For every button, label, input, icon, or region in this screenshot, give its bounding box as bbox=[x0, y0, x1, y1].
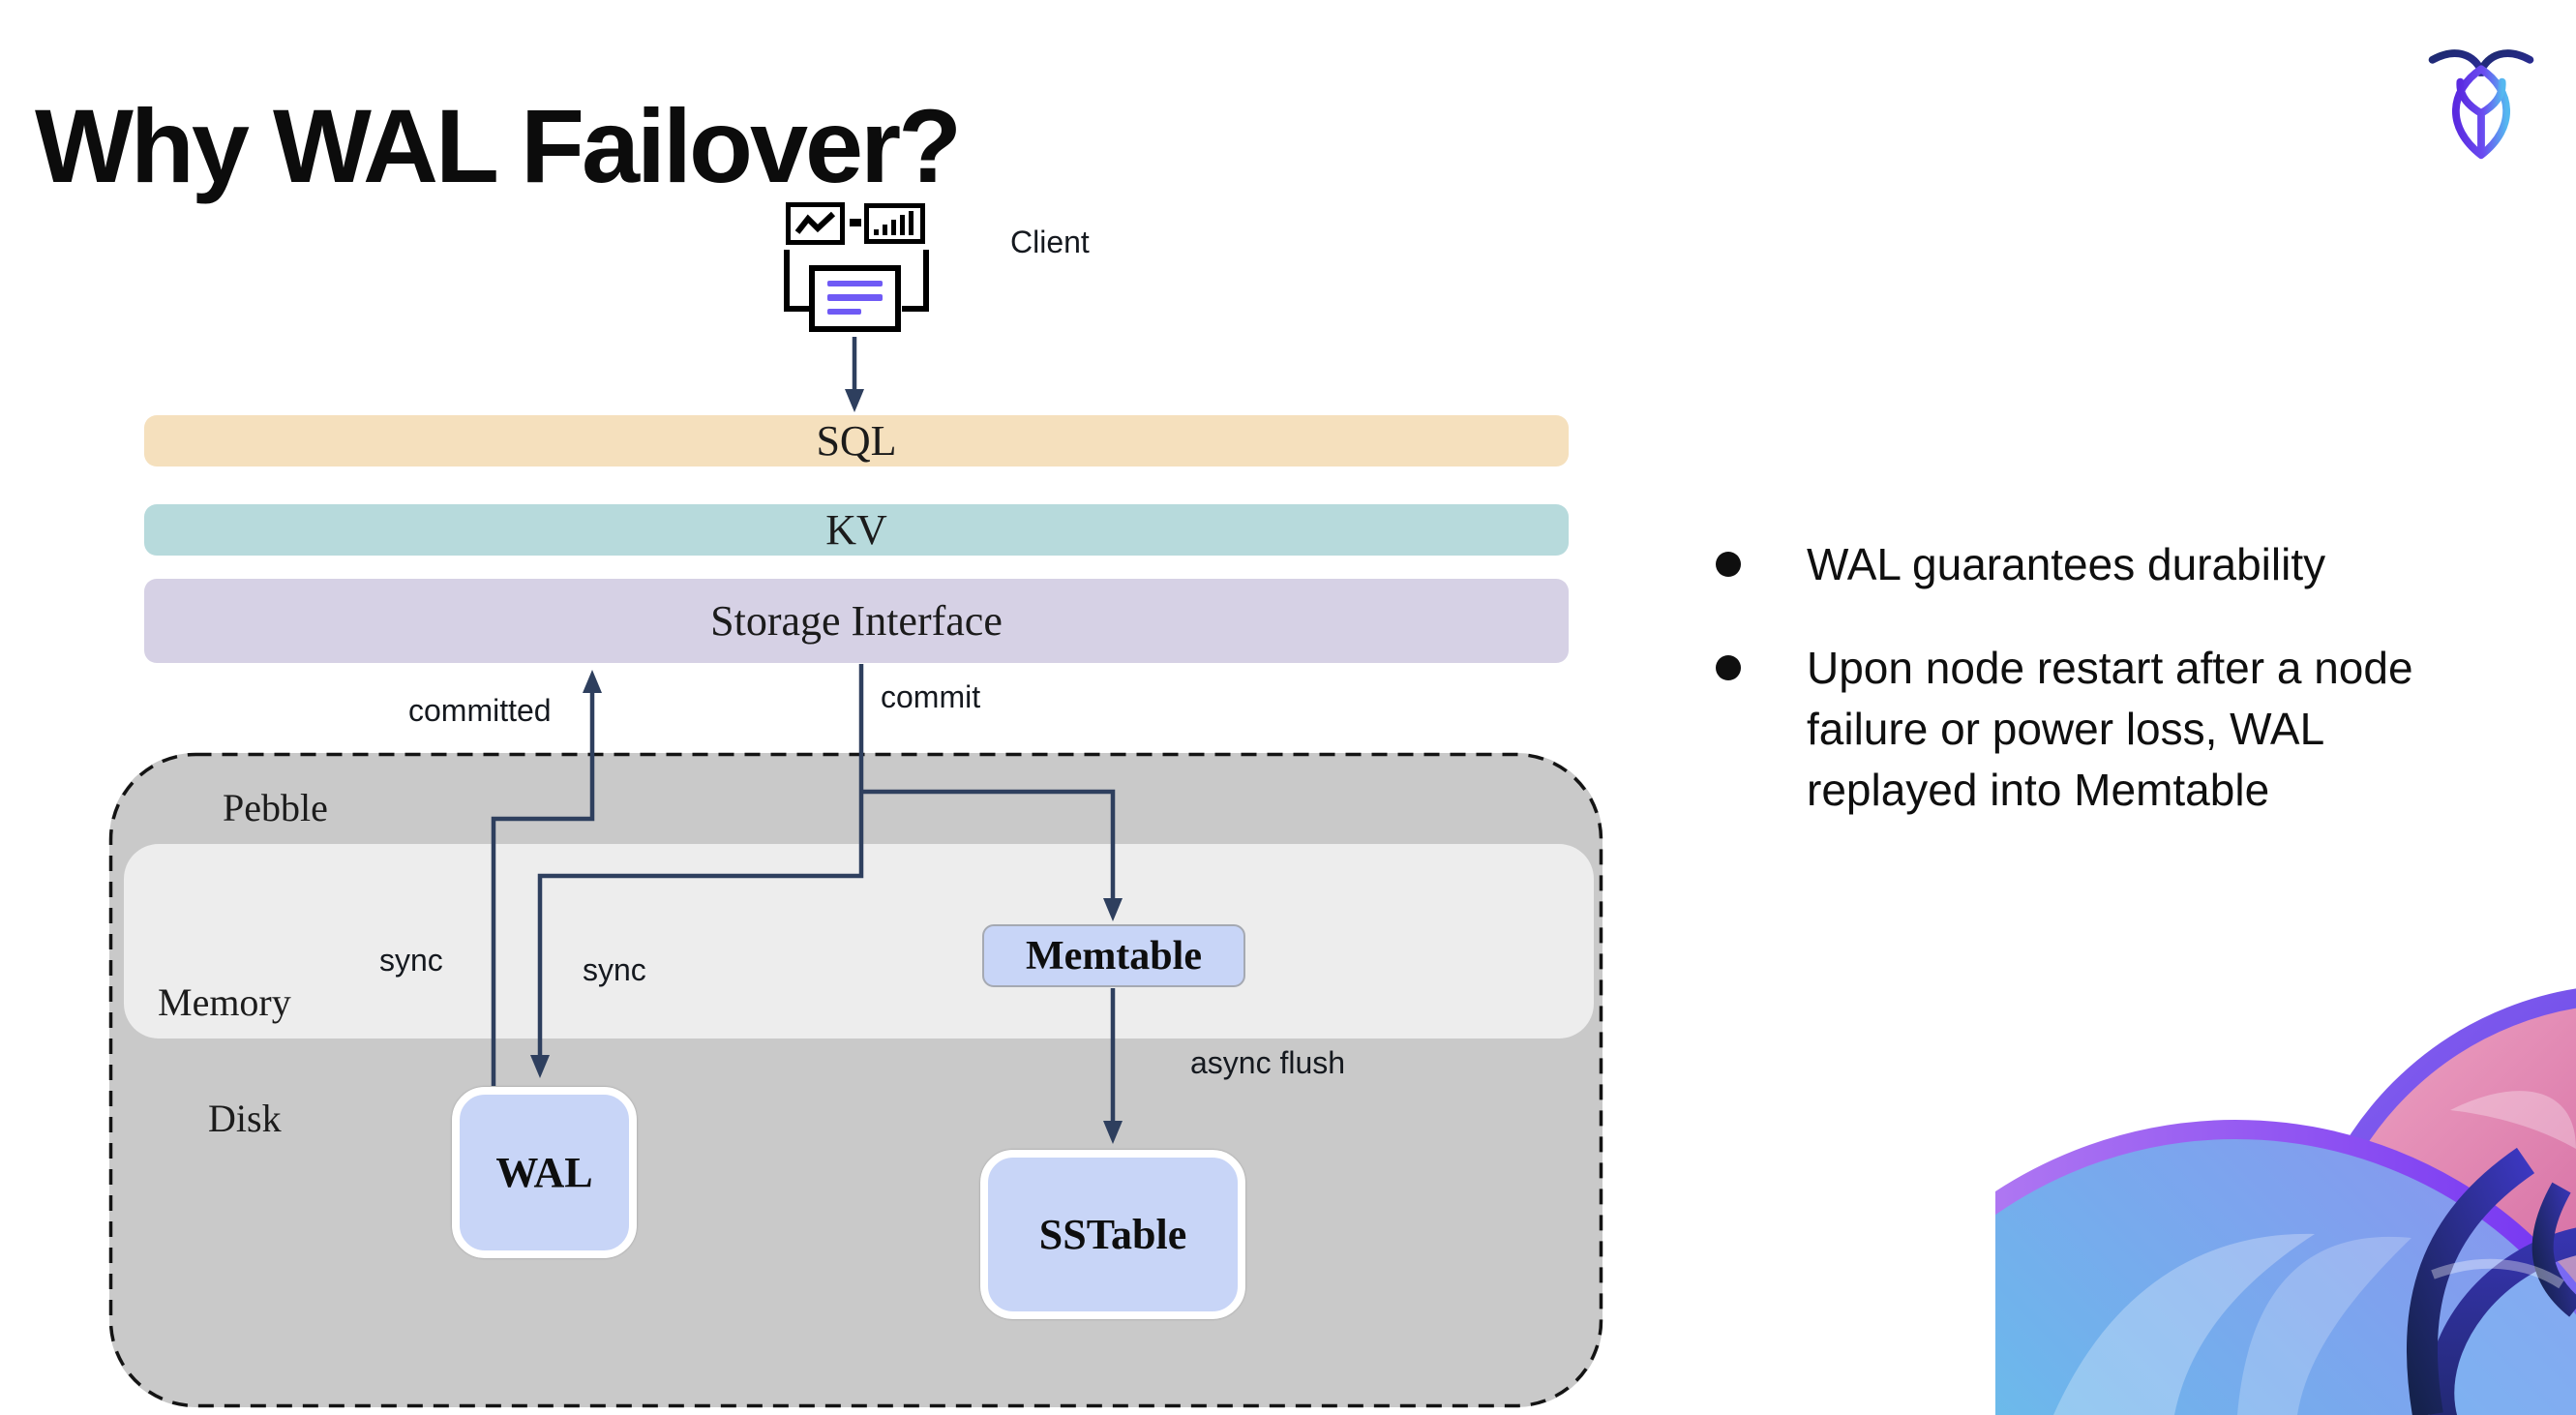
client-label: Client bbox=[1010, 225, 1090, 259]
edge-label-async-flush: async flush bbox=[1190, 1045, 1346, 1080]
memory-label: Memory bbox=[158, 980, 291, 1024]
bullet-dot bbox=[1716, 655, 1741, 681]
list-item: Upon node restart after a node failure o… bbox=[1716, 638, 2567, 821]
layer-kv-label: KV bbox=[825, 506, 887, 554]
memtable-node: Memtable bbox=[982, 924, 1245, 987]
document-icon bbox=[809, 265, 901, 332]
bullet-text: WAL guarantees durability bbox=[1807, 539, 2326, 589]
wal-node: WAL bbox=[452, 1087, 637, 1258]
page-title: Why WAL Failover? bbox=[35, 87, 962, 205]
layer-sql-label: SQL bbox=[816, 417, 897, 465]
cockroachdb-logo-icon bbox=[2423, 43, 2539, 161]
memory-region bbox=[124, 844, 1594, 1039]
line-chart-icon bbox=[786, 202, 845, 245]
pebble-container bbox=[109, 753, 1603, 1407]
cockroach-brand-art bbox=[1995, 988, 2576, 1415]
layer-storage-interface: Storage Interface bbox=[144, 579, 1569, 663]
dash-connector bbox=[850, 219, 861, 226]
edge-label-committed: committed bbox=[408, 693, 552, 728]
layer-sql: SQL bbox=[144, 415, 1569, 467]
bullet-list: WAL guarantees durability Upon node rest… bbox=[1716, 534, 2567, 863]
edge-label-sync-right: sync bbox=[583, 952, 646, 987]
disk-label: Disk bbox=[208, 1097, 282, 1140]
wal-label: WAL bbox=[495, 1149, 593, 1196]
client-icon bbox=[774, 194, 939, 341]
layer-kv: KV bbox=[144, 504, 1569, 556]
edge-label-commit: commit bbox=[881, 679, 981, 714]
sstable-node: SSTable bbox=[980, 1150, 1245, 1319]
edge-label-sync-left: sync bbox=[379, 943, 443, 978]
list-item: WAL guarantees durability bbox=[1716, 534, 2567, 595]
bracket-right bbox=[902, 250, 929, 312]
sstable-label: SSTable bbox=[1038, 1211, 1187, 1258]
bullet-dot bbox=[1716, 552, 1741, 577]
pebble-label: Pebble bbox=[223, 786, 328, 829]
bar-chart-icon bbox=[864, 203, 925, 244]
bullet-text: Upon node restart after a node failure o… bbox=[1807, 643, 2413, 816]
bracket-left bbox=[784, 250, 811, 312]
memtable-label: Memtable bbox=[1026, 933, 1202, 978]
layer-storage-label: Storage Interface bbox=[710, 597, 1003, 645]
